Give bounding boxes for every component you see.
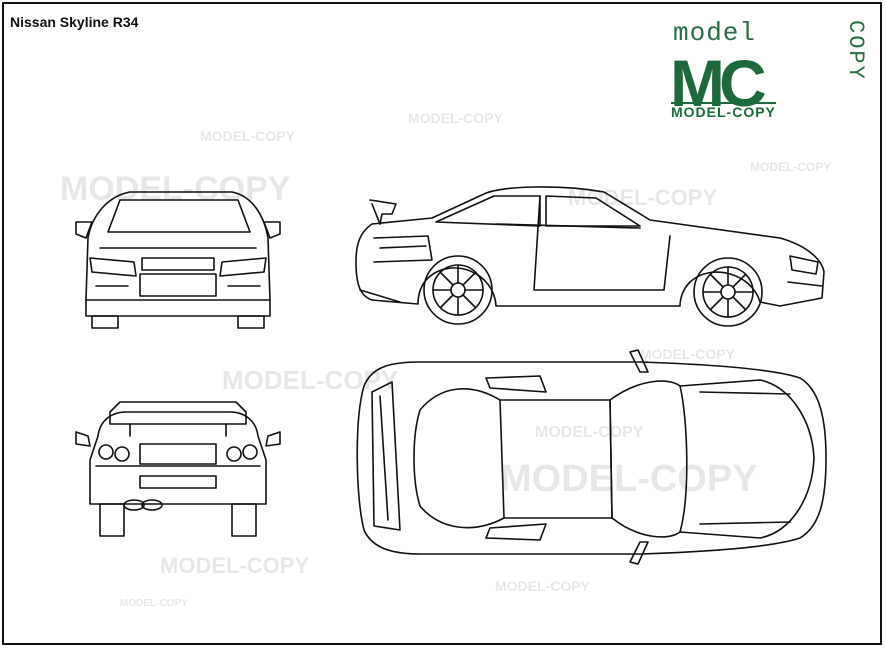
drawing-title: Nissan Skyline R34 bbox=[10, 14, 139, 30]
side-view bbox=[355, 186, 825, 327]
top-view bbox=[356, 349, 827, 565]
front-view bbox=[75, 191, 281, 329]
logo-model-text: model bbox=[673, 18, 757, 48]
rear-view bbox=[75, 401, 281, 537]
model-copy-logo: model MC COPY MODEL-COPY bbox=[665, 12, 870, 122]
logo-bottom-text: MODEL-COPY bbox=[671, 102, 776, 120]
logo-mark: MC bbox=[670, 46, 767, 120]
logo-copy-text: COPY bbox=[843, 20, 868, 81]
